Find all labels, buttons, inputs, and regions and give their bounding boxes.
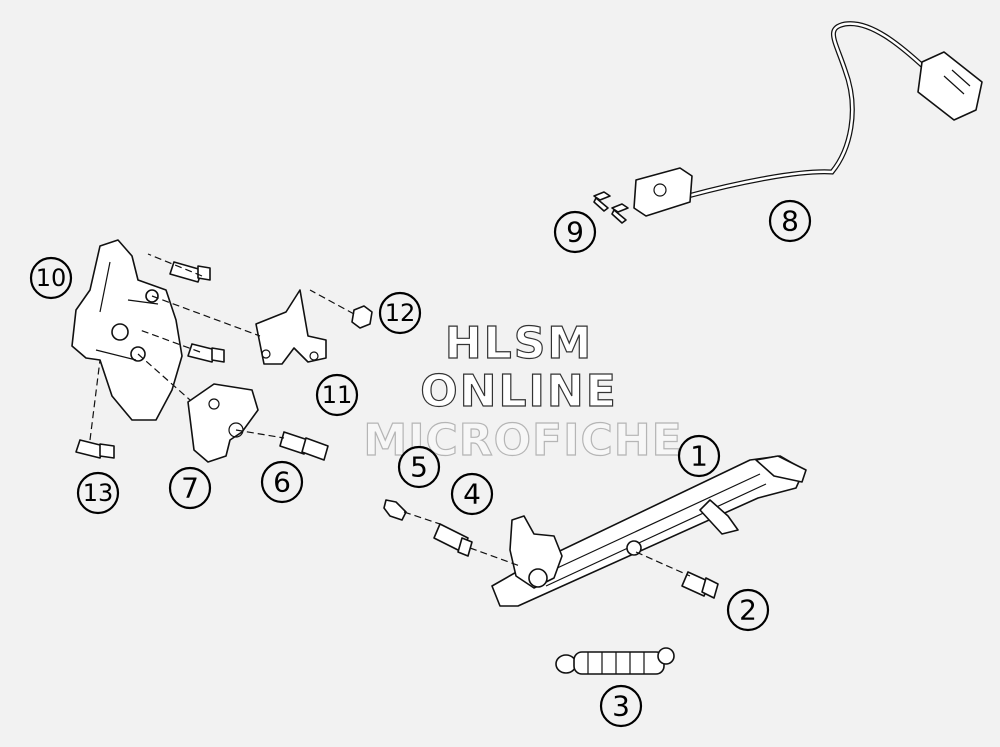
callout-1: 1: [677, 434, 721, 478]
callout-7-label: 7: [181, 472, 199, 505]
pivot-bolt-6: [279, 431, 329, 461]
callout-2: 2: [726, 588, 770, 632]
bolt-middle: [187, 343, 225, 363]
callout-4: 4: [450, 472, 494, 516]
mounting-bracket: [71, 239, 183, 421]
leader-line: [403, 511, 441, 525]
callout-9: 9: [553, 210, 597, 254]
callout-11-label: 11: [322, 381, 353, 409]
callout-7: 7: [168, 466, 212, 510]
callout-8: 8: [768, 199, 812, 243]
sidestand-switch-cable: [633, 21, 983, 217]
callout-3-label: 3: [612, 690, 630, 723]
callout-1-label: 1: [690, 440, 708, 473]
leader-line: [151, 295, 261, 337]
callout-10: 10: [29, 256, 73, 300]
leader-line: [635, 551, 691, 577]
watermark-line-2: ONLINE: [420, 366, 618, 417]
stand-pin: [681, 571, 719, 599]
bracket-plate: [187, 383, 259, 463]
callout-5: 5: [397, 445, 441, 489]
callout-10-label: 10: [36, 264, 67, 292]
callout-4-label: 4: [463, 478, 481, 511]
leader-line: [89, 359, 101, 441]
small-bolt: [383, 499, 407, 521]
callout-13-label: 13: [83, 479, 114, 507]
bolt-13: [75, 439, 115, 459]
callout-5-label: 5: [410, 451, 428, 484]
callout-6: 6: [260, 460, 304, 504]
callout-2-label: 2: [739, 594, 757, 627]
bolt-12: [351, 305, 373, 329]
callout-12-label: 12: [385, 299, 416, 327]
switch-screws: [593, 191, 629, 224]
bolt-upper: [169, 261, 211, 283]
leader-line: [235, 429, 285, 439]
callout-9-label: 9: [566, 216, 584, 249]
spring: [555, 647, 675, 675]
callout-12: 12: [378, 291, 422, 335]
side-stand: [491, 455, 807, 607]
leader-line: [137, 353, 191, 401]
watermark-line-1: HLSM: [445, 318, 593, 369]
sensor-bracket: [255, 289, 327, 365]
spacer: [433, 523, 473, 557]
callout-6-label: 6: [273, 466, 291, 499]
leader-line: [147, 253, 203, 277]
leader-line: [469, 547, 521, 567]
callout-11: 11: [315, 373, 359, 417]
callout-8-label: 8: [781, 205, 799, 238]
callout-13: 13: [76, 471, 120, 515]
leader-line: [309, 289, 355, 315]
callout-3: 3: [599, 684, 643, 728]
